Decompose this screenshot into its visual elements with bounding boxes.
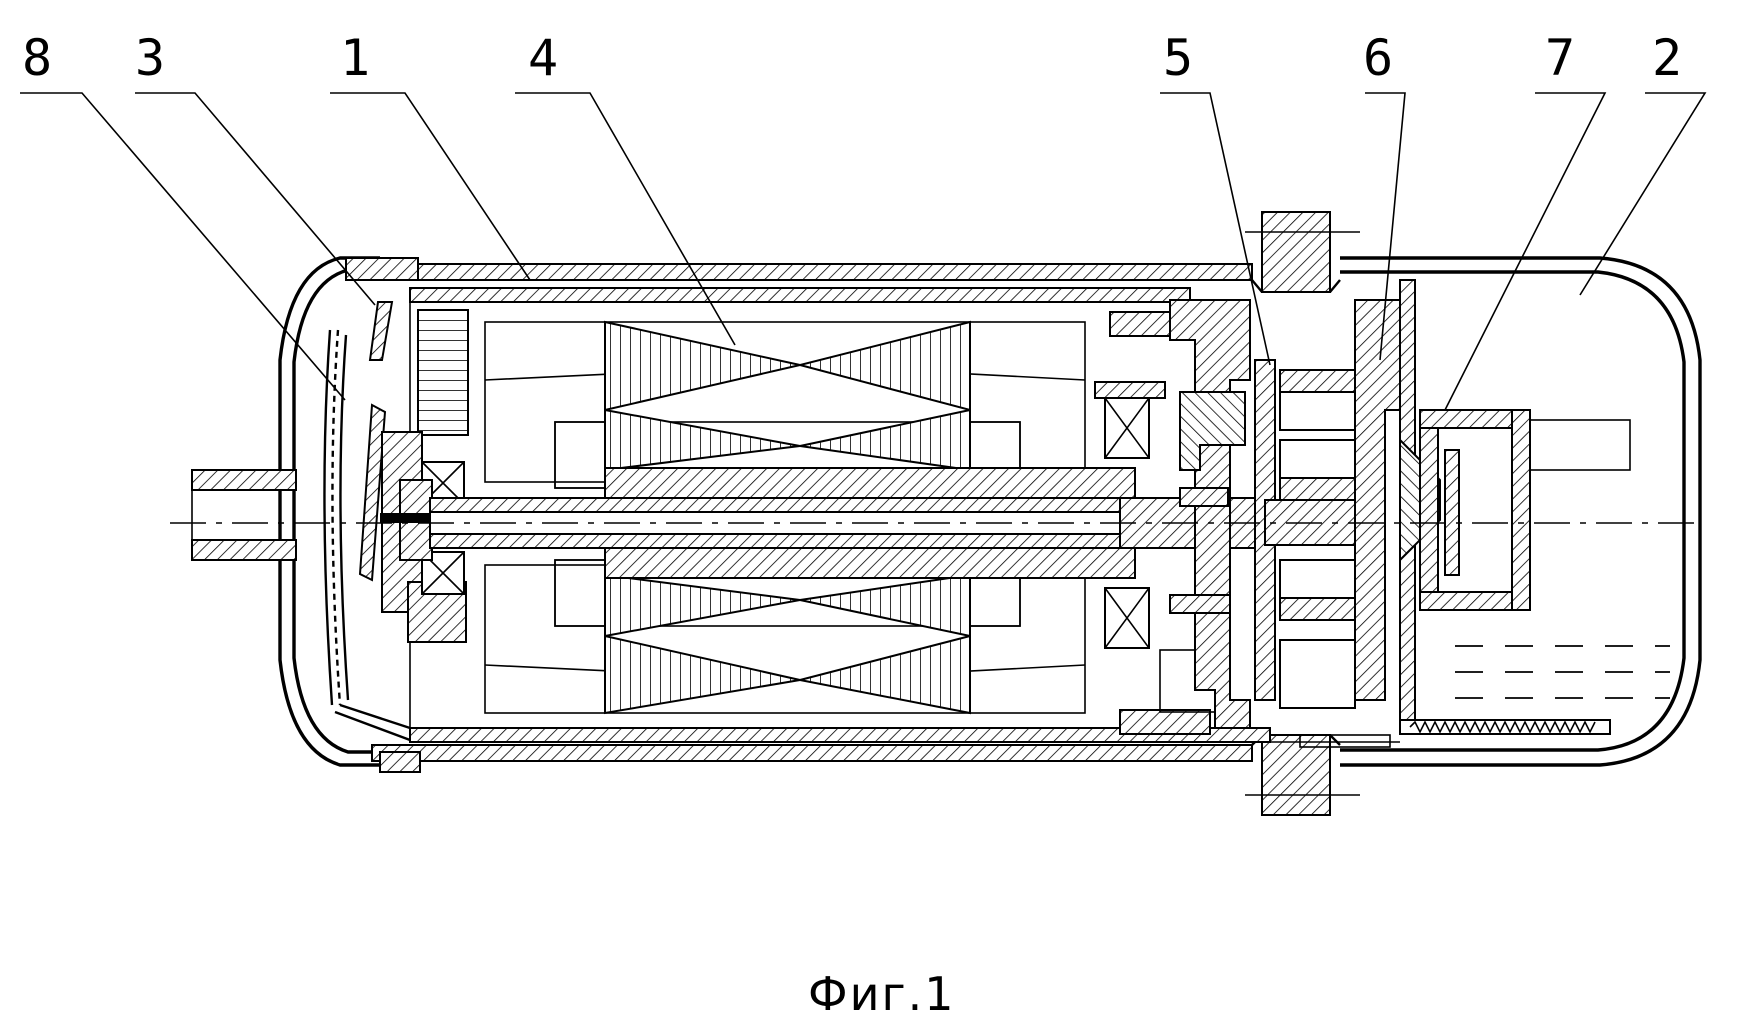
callout-5: 5 <box>1163 29 1193 87</box>
callout-1: 1 <box>340 29 370 87</box>
pump-element <box>1255 360 1355 708</box>
rear-bearing <box>380 310 468 642</box>
callout-2: 2 <box>1652 29 1682 87</box>
callout-7: 7 <box>1545 29 1575 87</box>
figure-caption: Фиг.1 <box>808 967 956 1019</box>
oil-level <box>1455 646 1670 698</box>
callout-8: 8 <box>22 29 52 87</box>
discharge-valve <box>1420 410 1630 610</box>
callout-3: 3 <box>135 29 165 87</box>
callout-4: 4 <box>528 29 558 87</box>
callout-6: 6 <box>1363 29 1393 87</box>
